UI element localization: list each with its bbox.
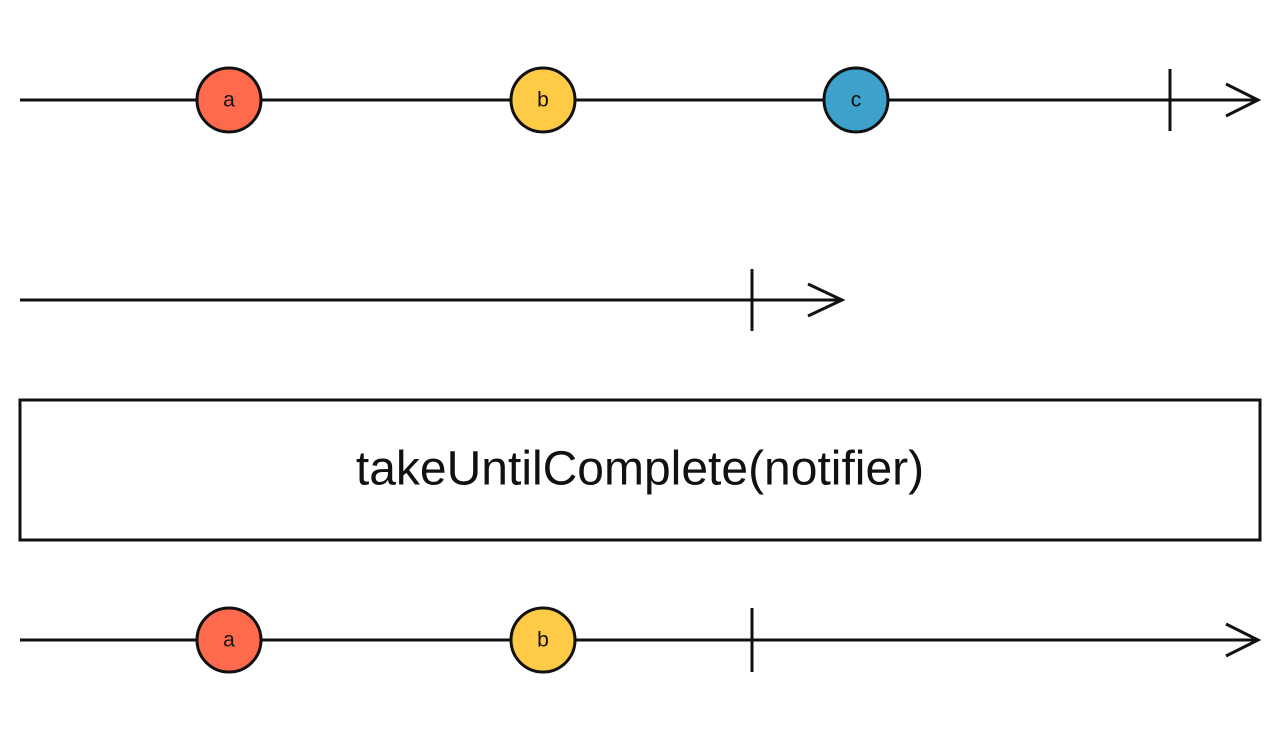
operator-box-border xyxy=(18,398,1262,542)
marble-label: b xyxy=(537,629,549,652)
output-marble-b: b xyxy=(509,606,577,674)
marble-circle xyxy=(822,66,890,134)
operator-box: takeUntilComplete(notifier) xyxy=(18,398,1262,542)
marble-circle xyxy=(509,606,577,674)
marble-label: c xyxy=(851,89,862,112)
marble-label: b xyxy=(537,89,549,112)
marble-circle xyxy=(509,66,577,134)
source-timeline: a b c xyxy=(20,66,1262,134)
output-timeline: a b xyxy=(20,606,1262,674)
notifier-timeline-arrowhead xyxy=(807,282,846,318)
marble-label: a xyxy=(223,629,235,652)
source-marble-b: b xyxy=(509,66,577,134)
marble-circle xyxy=(195,606,263,674)
source-timeline-arrowhead xyxy=(1225,82,1262,118)
notifier-timeline xyxy=(20,269,846,331)
output-timeline-arrowhead xyxy=(1225,622,1262,658)
marble-circle xyxy=(195,66,263,134)
output-marble-a: a xyxy=(195,606,263,674)
marble-label: a xyxy=(223,89,235,112)
operator-label: takeUntilComplete(notifier) xyxy=(356,443,924,496)
source-marble-a: a xyxy=(195,66,263,134)
source-marble-c: c xyxy=(822,66,890,134)
